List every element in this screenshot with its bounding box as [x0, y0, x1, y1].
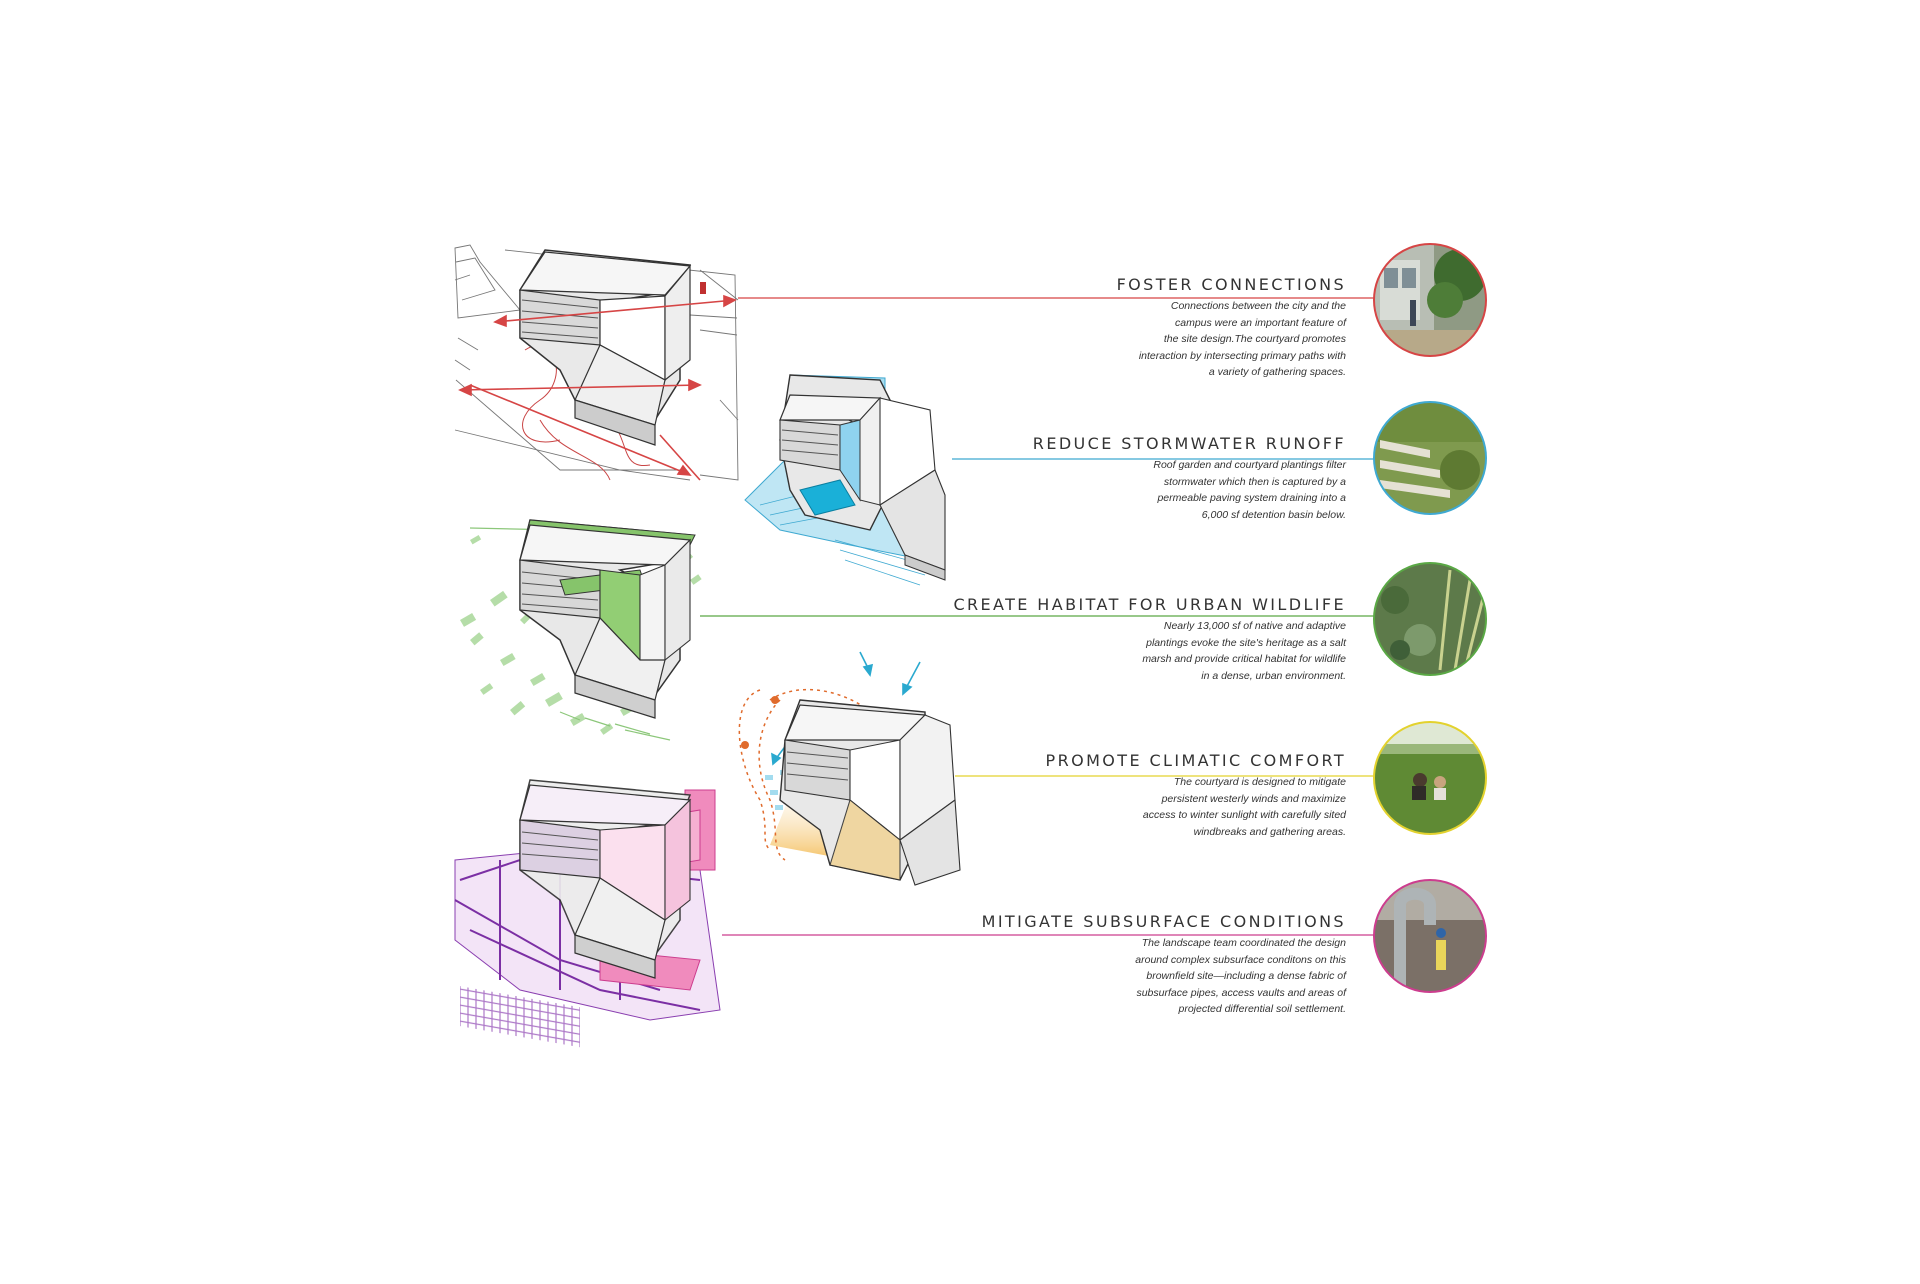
climatic-comfort-massing	[738, 651, 961, 886]
strategy-reduce-stormwater-runoff: REDUCE STORMWATER RUNOFF Roof garden and…	[906, 435, 1346, 523]
strategy-title: PROMOTE CLIMATIC COMFORT	[1045, 751, 1346, 770]
foster-connections-massing	[454, 244, 739, 481]
subsurface-photo	[1373, 879, 1487, 993]
strategy-description: Roof garden and courtyard plantings filt…	[1153, 459, 1346, 521]
foster-connections-photo	[1373, 243, 1487, 357]
strategy-mitigate-subsurface-conditions: MITIGATE SUBSURFACE CONDITIONS The lands…	[906, 913, 1346, 1018]
strategy-description: Connections between the city and the cam…	[1138, 300, 1346, 378]
strategy-foster-connections: FOSTER CONNECTIONS Connections between t…	[906, 276, 1346, 381]
climatic-comfort-photo	[1373, 721, 1487, 835]
subsurface-massing	[454, 779, 721, 1048]
stormwater-massing	[744, 374, 946, 586]
strategy-description: Nearly 13,000 sf of native and adaptive …	[1142, 620, 1346, 682]
strategy-description: The landscape team coordinated the desig…	[1135, 937, 1346, 1015]
strategy-create-habitat: CREATE HABITAT FOR URBAN WILDLIFE Nearly…	[906, 596, 1346, 684]
habitat-photo	[1373, 562, 1487, 676]
strategy-promote-climatic-comfort: PROMOTE CLIMATIC COMFORT The courtyard i…	[906, 752, 1346, 840]
strategy-title: REDUCE STORMWATER RUNOFF	[1032, 434, 1346, 453]
habitat-massing	[460, 519, 702, 741]
stormwater-photo	[1373, 401, 1487, 515]
strategy-title: FOSTER CONNECTIONS	[1116, 275, 1346, 294]
strategy-title: CREATE HABITAT FOR URBAN WILDLIFE	[953, 595, 1346, 614]
strategy-title: MITIGATE SUBSURFACE CONDITIONS	[981, 912, 1346, 931]
strategy-description: The courtyard is designed to mitigate pe…	[1142, 776, 1346, 838]
